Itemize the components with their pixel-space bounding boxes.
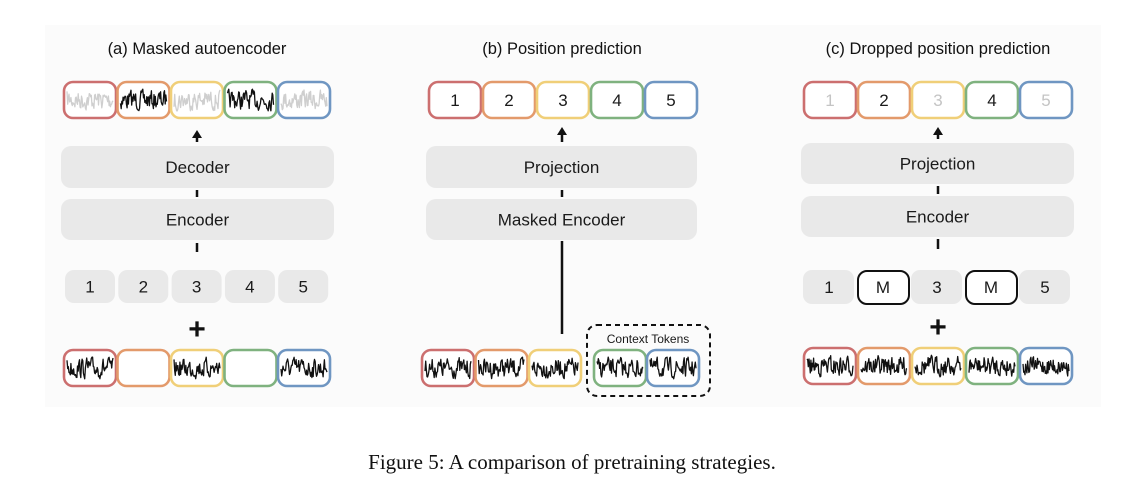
input-signal-trace — [1022, 356, 1070, 377]
input-token-box — [474, 348, 529, 388]
output-position-box — [1018, 80, 1074, 120]
output-position-box — [856, 80, 912, 120]
position-embedding-label: 1 — [824, 278, 833, 297]
input-signal-trace — [860, 355, 908, 376]
output-position-box — [481, 80, 537, 120]
encoder-block-label: Encoder — [166, 211, 230, 230]
output-position-label: 3 — [558, 91, 567, 110]
output-position-label: 2 — [504, 91, 513, 110]
position-embedding-box — [911, 270, 962, 304]
position-embedding-label: 5 — [1040, 278, 1049, 297]
encoder-block-label: Encoder — [906, 208, 970, 227]
input-token-box — [116, 348, 171, 388]
panel-b-title: (b) Position prediction — [482, 40, 642, 58]
context-tokens-label: Context Tokens — [607, 332, 690, 346]
output-position-label: 5 — [666, 91, 675, 110]
position-embedding-box — [171, 270, 222, 303]
input-token-box — [964, 346, 1020, 386]
encoder-block — [801, 196, 1074, 237]
panel-a-title: (a) Masked autoencoder — [108, 40, 287, 58]
position-embedding-label: 3 — [932, 278, 941, 297]
context-signal-trace — [596, 356, 644, 379]
predicted-position-label: 4 — [987, 91, 996, 110]
input-token-box — [420, 348, 476, 388]
output-position-box — [964, 80, 1020, 120]
position-embedding-label: 5 — [298, 278, 307, 297]
input-signal-trace — [968, 356, 1016, 377]
input-signal-trace — [914, 354, 962, 378]
output-position-box — [643, 80, 699, 120]
figure-diagram: (a) Masked autoencoder (b) Position pred… — [61, 40, 1074, 397]
panel-c-title: (c) Dropped position prediction — [826, 40, 1051, 58]
position-embedding-label: 3 — [192, 278, 201, 297]
output-position-box — [589, 80, 645, 120]
masked-encoder-block — [426, 199, 697, 240]
input-signal-trace — [806, 354, 854, 378]
predicted-position-label: 2 — [879, 91, 888, 110]
projection-block — [426, 146, 697, 188]
masked-encoder-block-label: Masked Encoder — [498, 211, 626, 230]
dropped-position-label: 1 — [825, 91, 834, 110]
output-position-box — [427, 80, 483, 120]
position-embedding-box — [803, 270, 854, 304]
output-token-box — [169, 80, 225, 120]
position-embedding-box — [278, 270, 329, 303]
context-signal-trace — [649, 356, 697, 380]
reconstructed-signal-trace — [119, 88, 168, 112]
mask-token-box — [857, 270, 910, 305]
up-arrow-head — [933, 127, 943, 135]
position-embedding-box — [118, 270, 169, 303]
figure-caption: Figure 5: A comparison of pretraining st… — [368, 450, 776, 474]
mask-token-label: M — [984, 278, 998, 297]
input-signal-trace — [66, 356, 114, 380]
output-token-box — [62, 80, 118, 120]
output-token-box — [223, 80, 278, 120]
mask-token-label: M — [876, 278, 890, 297]
output-position-label: 4 — [612, 91, 621, 110]
decoder-block — [61, 146, 334, 188]
input-token-box — [223, 348, 278, 388]
mask-token-box — [965, 270, 1018, 305]
output-position-box — [802, 80, 858, 120]
position-embedding-box — [65, 270, 115, 303]
decoder-block-label: Decoder — [165, 158, 230, 177]
position-embedding-label: 4 — [245, 278, 254, 297]
dropped-position-label: 3 — [933, 91, 942, 110]
output-position-box — [910, 80, 966, 120]
masked-signal-trace — [280, 89, 328, 111]
input-signal-trace — [424, 357, 472, 380]
up-arrow-head — [557, 127, 567, 135]
position-embedding-label: 1 — [85, 278, 94, 297]
input-signal-trace — [173, 356, 221, 380]
encoder-block — [61, 199, 334, 240]
input-signal-trace — [477, 356, 525, 380]
input-signal-trace — [531, 357, 579, 380]
projection-block — [801, 143, 1074, 184]
context-token-box — [645, 348, 701, 388]
position-embedding-box — [1019, 270, 1070, 304]
input-token-box — [802, 346, 858, 386]
position-embedding-label: 2 — [139, 278, 148, 297]
context-tokens-group — [586, 324, 711, 397]
position-embedding-box — [224, 270, 275, 303]
input-signal-trace — [280, 356, 328, 379]
input-token-box — [910, 346, 966, 386]
output-token-box — [276, 80, 332, 120]
reconstructed-signal-trace — [226, 88, 275, 112]
plus-sign: + — [188, 313, 206, 346]
projection-block-label: Projection — [900, 155, 976, 174]
output-position-box — [535, 80, 591, 120]
masked-signal-trace — [66, 91, 114, 111]
masked-signal-trace — [173, 89, 221, 112]
up-arrow-head — [192, 130, 202, 138]
output-position-label: 1 — [450, 91, 459, 110]
dropped-position-label: 5 — [1041, 91, 1050, 110]
projection-block-label: Projection — [524, 158, 600, 177]
plus-sign: + — [929, 311, 947, 344]
